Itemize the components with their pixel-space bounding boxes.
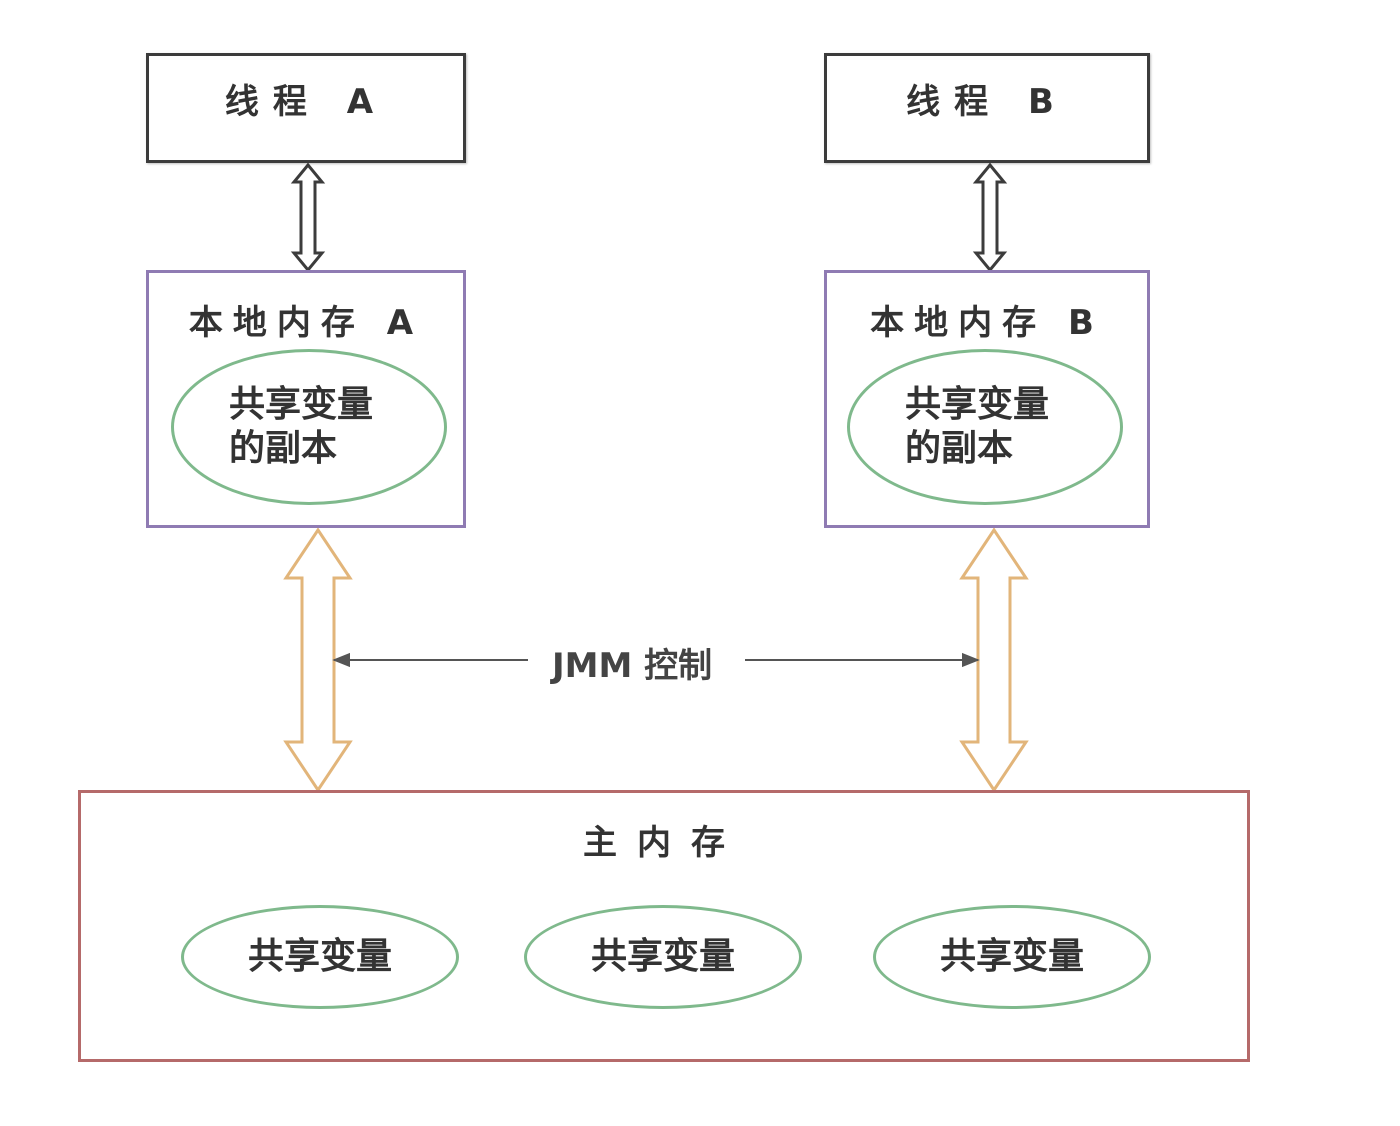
local-a-copy-text: 共享变量的副本 <box>229 384 374 469</box>
main-variable-text-3: 共享变量 <box>939 936 1084 977</box>
main-variable-ellipse-2: 共享变量 <box>524 905 802 1009</box>
local-b-copy-text: 共享变量的副本 <box>905 384 1050 469</box>
thread-b-title: 线程 B <box>906 82 1068 122</box>
local-memory-a-box: 本地内存 A 共享变量的副本 <box>146 270 466 528</box>
local-memory-a-title: 本地内存 A <box>188 303 424 343</box>
thread-a-title: 线程 A <box>224 82 388 122</box>
local-b-copy-ellipse: 共享变量的副本 <box>847 349 1123 505</box>
main-memory-box: 主内存 共享变量 共享变量 共享变量 <box>78 790 1250 1062</box>
thread-b-local-arrow <box>972 162 1008 273</box>
thread-a-box: 线程 A <box>146 53 466 163</box>
thread-a-local-arrow <box>290 162 326 273</box>
jmm-control-label: JMM 控制 <box>546 638 719 687</box>
main-variable-text-2: 共享变量 <box>590 936 735 977</box>
main-memory-title: 主内存 <box>583 823 745 863</box>
main-variable-ellipse-3: 共享变量 <box>873 905 1151 1009</box>
thread-b-box: 线程 B <box>824 53 1150 163</box>
local-a-copy-ellipse: 共享变量的副本 <box>171 349 447 505</box>
main-variable-ellipse-1: 共享变量 <box>181 905 459 1009</box>
local-memory-b-title: 本地内存 B <box>870 303 1104 343</box>
main-variable-text-1: 共享变量 <box>247 936 392 977</box>
local-memory-b-box: 本地内存 B 共享变量的副本 <box>824 270 1150 528</box>
